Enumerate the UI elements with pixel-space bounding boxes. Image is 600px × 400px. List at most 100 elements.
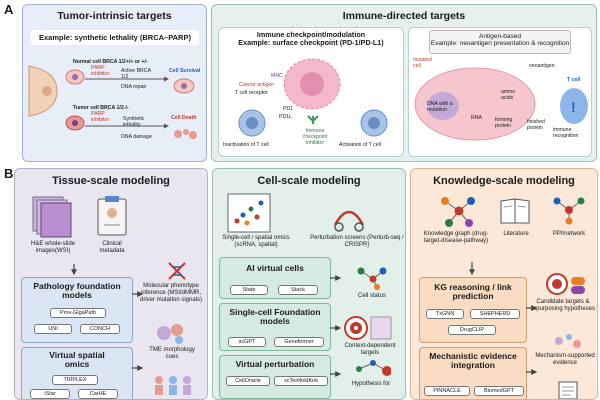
- normal-active-label: Active BRCA 1/2: [121, 68, 151, 80]
- mutated-cell-label: mutated cell: [413, 57, 432, 69]
- context-targets-label: Context-dependent targets: [344, 343, 396, 356]
- kg-reasoning-title: KG reasoning / link prediction: [434, 282, 512, 302]
- tumor-pathway-arrow: [85, 123, 169, 129]
- candidate-targets-icon: [546, 273, 585, 295]
- clinical-metadata-label: Clinical metadata: [99, 241, 125, 254]
- single-cell-fm-module: Single-cell Foundation models scGPT Gene…: [219, 303, 331, 351]
- ai-virtual-cells-title: AI virtual cells: [246, 263, 304, 273]
- panel-a-letter: A: [4, 2, 14, 17]
- ppi-network-icon: [553, 197, 585, 225]
- pathology-fm-title: Pathology foundation models: [33, 281, 121, 301]
- cell-status-network-icon: [357, 267, 387, 290]
- tme-morphology-label: TME morphology cues: [149, 347, 195, 360]
- normal-pathway-arrow: [85, 76, 169, 82]
- cancer-cell-icon: [283, 58, 341, 110]
- normal-dna-label: DNA repair: [121, 84, 147, 90]
- knowledge-graph-icon: [441, 197, 475, 227]
- activation-label: Activation of T cell: [339, 142, 381, 148]
- svg-text:!: !: [571, 99, 576, 115]
- single-cell-omics-label: Single-cell / spatial omics (scRNA, spat…: [222, 235, 290, 248]
- hypothesis-network-icon: [356, 360, 391, 376]
- pill-state: State: [230, 285, 268, 295]
- tcr-label: T cell receptor: [235, 90, 268, 96]
- virtual-perturbation-module: Virtual perturbation CellOracle scTenifo…: [219, 355, 331, 399]
- tme-morphology-icon: [157, 324, 183, 344]
- checkpoint-subpanel: Immune checkpoint/modulation Example: su…: [218, 27, 404, 157]
- cell-death-label: Cell Death: [171, 115, 197, 121]
- candidate-targets-label: Candidate targets & repurposing hypothes…: [530, 299, 596, 312]
- pd1-label: PD1: [283, 106, 294, 112]
- surviving-cell-icon: [173, 78, 195, 94]
- virtual-spatial-module: Virtual spatial omics TRIPLEX iStar CarH…: [21, 347, 133, 399]
- pill-istar: iStar: [30, 389, 70, 399]
- pill-pinnacle: PINNACLE: [424, 386, 470, 396]
- dna-helix-icon: [168, 262, 186, 280]
- inactive-tcell-icon: [238, 109, 266, 137]
- virtual-perturbation-title: Virtual perturbation: [235, 359, 315, 369]
- pill-uni: UNI: [34, 324, 72, 334]
- pill-txgnn: TxGNN: [426, 309, 464, 319]
- perturbation-screens-label: Perturbation screens (Perturb-seq / CRIS…: [310, 235, 404, 248]
- antigen-title-bg: [429, 30, 571, 54]
- immune-directed-title: Immune-directed targets: [342, 10, 466, 22]
- rna-label: RNA: [471, 115, 482, 121]
- patient-group-icon: [155, 376, 191, 395]
- antigen-subpanel: Antigen-based Example: neoantigen presen…: [408, 27, 592, 157]
- pill-celloracle: CellOracle: [226, 376, 270, 386]
- tissue-flow-arrows: [71, 264, 144, 371]
- cell-scale-title: Cell-scale modeling: [257, 175, 361, 187]
- mechanistic-evidence-module: Mechanistic evidence integration PINNACL…: [419, 347, 527, 399]
- clinical-clipboard-icon: [97, 196, 127, 236]
- evidence-document-icon: [558, 381, 578, 399]
- pill-carhe: CarHE: [78, 389, 118, 399]
- target-bullseye-icon: [344, 316, 392, 340]
- checkpoint-inhibitor-icon: [307, 115, 319, 124]
- tumor-cell-label: Tumor cell BRCA 1/2-/-: [73, 105, 129, 111]
- tissue-scale-title: Tissue-scale modeling: [52, 175, 170, 187]
- tcell-label: T cell: [567, 77, 581, 83]
- pill-drugclip: DrugCLIP: [448, 325, 496, 335]
- mechanism-evidence-icon: [555, 334, 581, 348]
- tcell-receptor-icon: !: [560, 88, 588, 124]
- pdl1-label: PD1L: [279, 114, 292, 120]
- he-slide-stack-icon: [32, 196, 72, 238]
- pill-stack: Stack: [278, 285, 318, 295]
- pill-geneformer: Geneformer: [274, 337, 324, 347]
- kg-reasoning-module: KG reasoning / link prediction TxGNN SHE…: [419, 277, 527, 343]
- he-wsi-label: H&E whole-slide images(WSI): [30, 241, 76, 254]
- neoantigen-label: neoantigen: [529, 63, 555, 69]
- breast-tissue-illustration: [28, 65, 58, 117]
- tumor-intrinsic-panel: Tumor-intrinsic targets Example: synthet…: [22, 4, 207, 162]
- tumor-intrinsic-title: Tumor-intrinsic targets: [57, 10, 172, 22]
- amino-acids-label: amino acids: [501, 89, 516, 101]
- immune-directed-panel: Immune-directed targets Immune checkpoin…: [211, 4, 597, 162]
- pill-prov-gigapath: Prov-GigaPath: [50, 308, 106, 318]
- antigen-subpanel-title: Antigen-based Example: neoantigen presen…: [430, 33, 570, 48]
- tumor-cell-icon: [65, 115, 85, 131]
- hypothesis-label: Hypothesis for: [351, 381, 391, 387]
- panel-b-letter: B: [4, 166, 14, 181]
- synthetic-lethality-label: Synthetic lethality: [123, 116, 145, 128]
- cell-survival-label: Cell Survival: [169, 68, 201, 74]
- cell-scale-panel: Cell-scale modeling Single-cell / spatia…: [212, 168, 406, 400]
- mechanism-evidence-label: Mechanism-supported evidence: [535, 353, 595, 366]
- knowledge-flow-arrows: [469, 262, 538, 375]
- synthetic-lethality-example: Example: synthetic lethality (BRCA–PARP): [31, 30, 199, 45]
- immune-recognition-label: immune recognition: [553, 127, 579, 139]
- pill-biomedgpt: BiomedGPT: [474, 386, 524, 396]
- forming-protein-label: forming protein: [495, 117, 513, 129]
- pill-shepherd: SHEPHERD: [470, 309, 520, 319]
- literature-book-icon: [500, 198, 530, 224]
- virtual-spatial-title: Virtual spatial omics: [49, 350, 105, 370]
- tumor-parp-label: PARP inhibitor: [91, 111, 110, 123]
- knowledge-graph-label: Knowledge graph (drug-target-disease-pat…: [423, 231, 489, 244]
- normal-cell-label: Normal cell BRCA 1/2+/+ or +/-: [73, 59, 148, 65]
- mechanistic-evidence-title: Mechanistic evidence integration: [429, 351, 517, 371]
- active-tcell-icon: [360, 109, 388, 137]
- ppi-network-label: PPI/network: [552, 231, 586, 237]
- checkpoint-inhibitor-label: Immune checkpoint inhibitor: [302, 128, 328, 146]
- dna-mutation-label: DNA with a mutation: [427, 101, 453, 113]
- ai-virtual-cells-module: AI virtual cells State Stack: [219, 257, 331, 299]
- cell-flow-arrows: [330, 275, 342, 377]
- single-cell-fm-title: Single-cell Foundation models: [229, 307, 321, 327]
